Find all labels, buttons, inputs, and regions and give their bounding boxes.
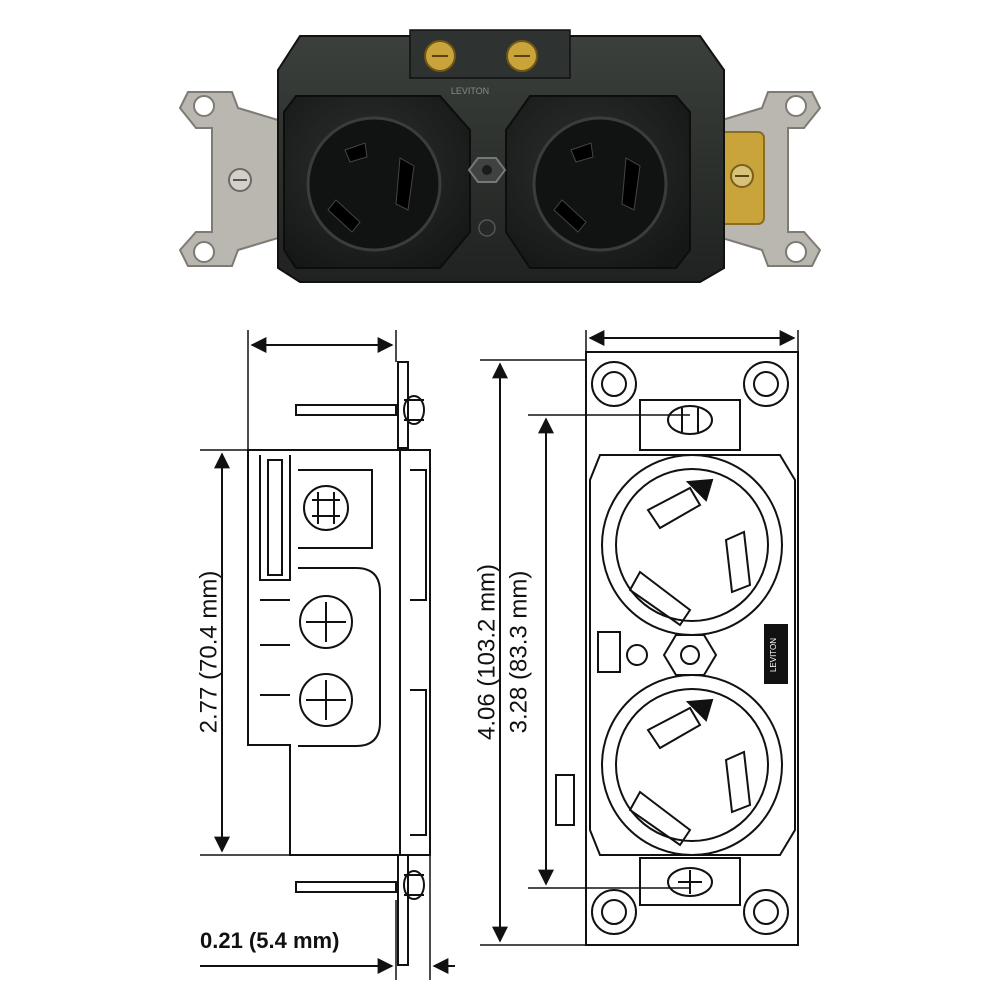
overall-height-dimension: 4.06 (103.2 mm) — [473, 359, 586, 946]
product-photo: LEVITON — [178, 29, 822, 283]
side-view-drawing — [247, 361, 431, 966]
front-width-dimension — [585, 330, 799, 352]
strap-thickness-dimension: 0.21 (5.4 mm) — [200, 855, 455, 980]
front-view-drawing — [555, 351, 799, 946]
side-depth-dimension — [247, 330, 397, 450]
overall-height-label: 4.06 (103.2 mm) — [473, 564, 500, 740]
left-mounting-strap — [178, 91, 279, 267]
strap-thickness-label: 0.21 (5.4 mm) — [200, 928, 339, 953]
brand-mark-photo: LEVITON — [451, 86, 489, 96]
certification-mark-icon — [478, 219, 496, 237]
body-height-label: 2.77 (70.4 mm) — [195, 571, 222, 734]
body-height-dimension: 2.77 (70.4 mm) — [195, 449, 290, 856]
mount-spacing-label: 3.28 (83.3 mm) — [505, 571, 532, 734]
receptacle-body: LEVITON — [277, 29, 725, 283]
mount-spacing-dimension: 3.28 (83.3 mm) — [505, 414, 690, 889]
brand-mark-drawing: LEVITON — [769, 638, 778, 672]
